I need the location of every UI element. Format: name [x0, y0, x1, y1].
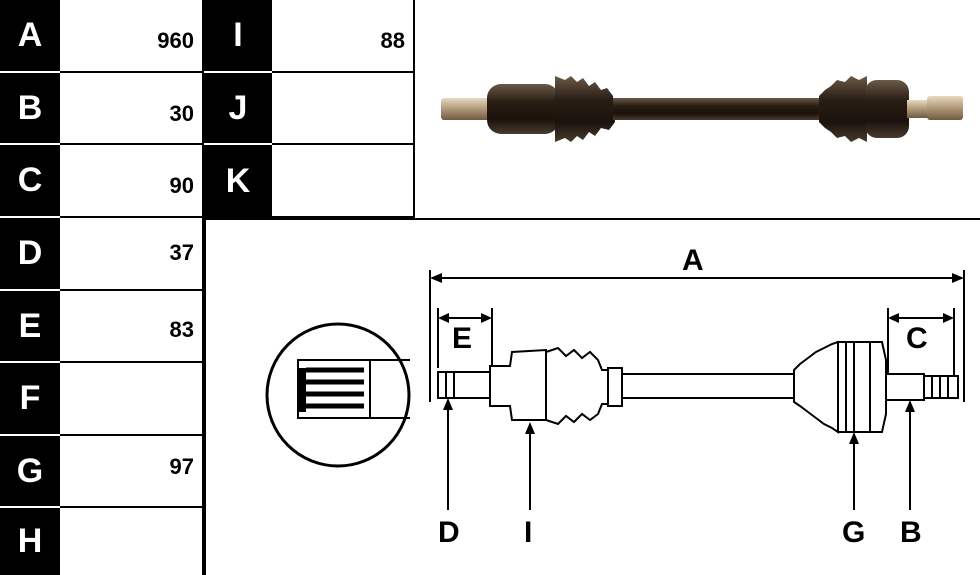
pointer-d — [443, 398, 453, 510]
dimension-label-a: A — [682, 244, 704, 277]
diagram-label-i: I — [524, 516, 532, 549]
dimension-label-c: C — [906, 322, 928, 355]
dim-value-j — [272, 73, 415, 145]
drive-shaft-photo — [441, 76, 963, 142]
dim-value-h — [60, 508, 204, 575]
dim-label-b: B — [0, 73, 60, 145]
dimension-line-c — [887, 308, 955, 376]
drive-shaft-drawing: A E C — [265, 244, 965, 549]
photo-shaft — [613, 98, 821, 120]
dim-label-i: I — [204, 0, 272, 73]
photo-right-boot — [819, 76, 867, 142]
photo-right-joint — [865, 80, 909, 138]
dim-label-c: C — [0, 145, 60, 218]
dim-value-a: 960 — [60, 0, 204, 73]
dimension-line-e — [437, 308, 493, 368]
dim-value-g: 97 — [60, 436, 204, 508]
dim-value-d: 37 — [60, 218, 204, 291]
dim-value-f — [60, 363, 204, 436]
technical-drawing-frame: A E C — [204, 218, 980, 575]
dim-label-j: J — [204, 73, 272, 145]
diagram-label-b: B — [900, 516, 922, 549]
dim-label-e: E — [0, 291, 60, 363]
photo-right-spline — [907, 100, 929, 118]
dim-label-k: K — [204, 145, 272, 218]
photo-left-joint — [487, 84, 559, 134]
dim-label-h: H — [0, 508, 60, 575]
photo-left-boot — [555, 76, 615, 142]
pointer-b — [905, 400, 915, 510]
product-photo-frame — [413, 0, 980, 220]
dim-label-f: F — [0, 363, 60, 436]
photo-left-spline — [441, 98, 491, 120]
diagram-label-g: G — [842, 516, 865, 549]
spline-detail-inset — [265, 322, 411, 468]
dim-value-c: 90 — [60, 145, 204, 218]
dimension-label-e: E — [452, 322, 472, 355]
pointer-g — [849, 432, 859, 510]
dim-value-i: 88 — [272, 0, 415, 73]
dimension-line-a — [429, 270, 965, 402]
pointer-i — [525, 422, 535, 510]
photo-right-nut — [927, 96, 963, 120]
dim-label-g: G — [0, 436, 60, 508]
dim-value-e: 83 — [60, 291, 204, 363]
diagram-label-d: D — [438, 516, 460, 549]
shaft-outline — [437, 340, 959, 434]
dim-value-b: 30 — [60, 73, 204, 145]
dim-label-d: D — [0, 218, 60, 291]
dim-label-a: A — [0, 0, 60, 73]
dim-value-k — [272, 145, 415, 218]
